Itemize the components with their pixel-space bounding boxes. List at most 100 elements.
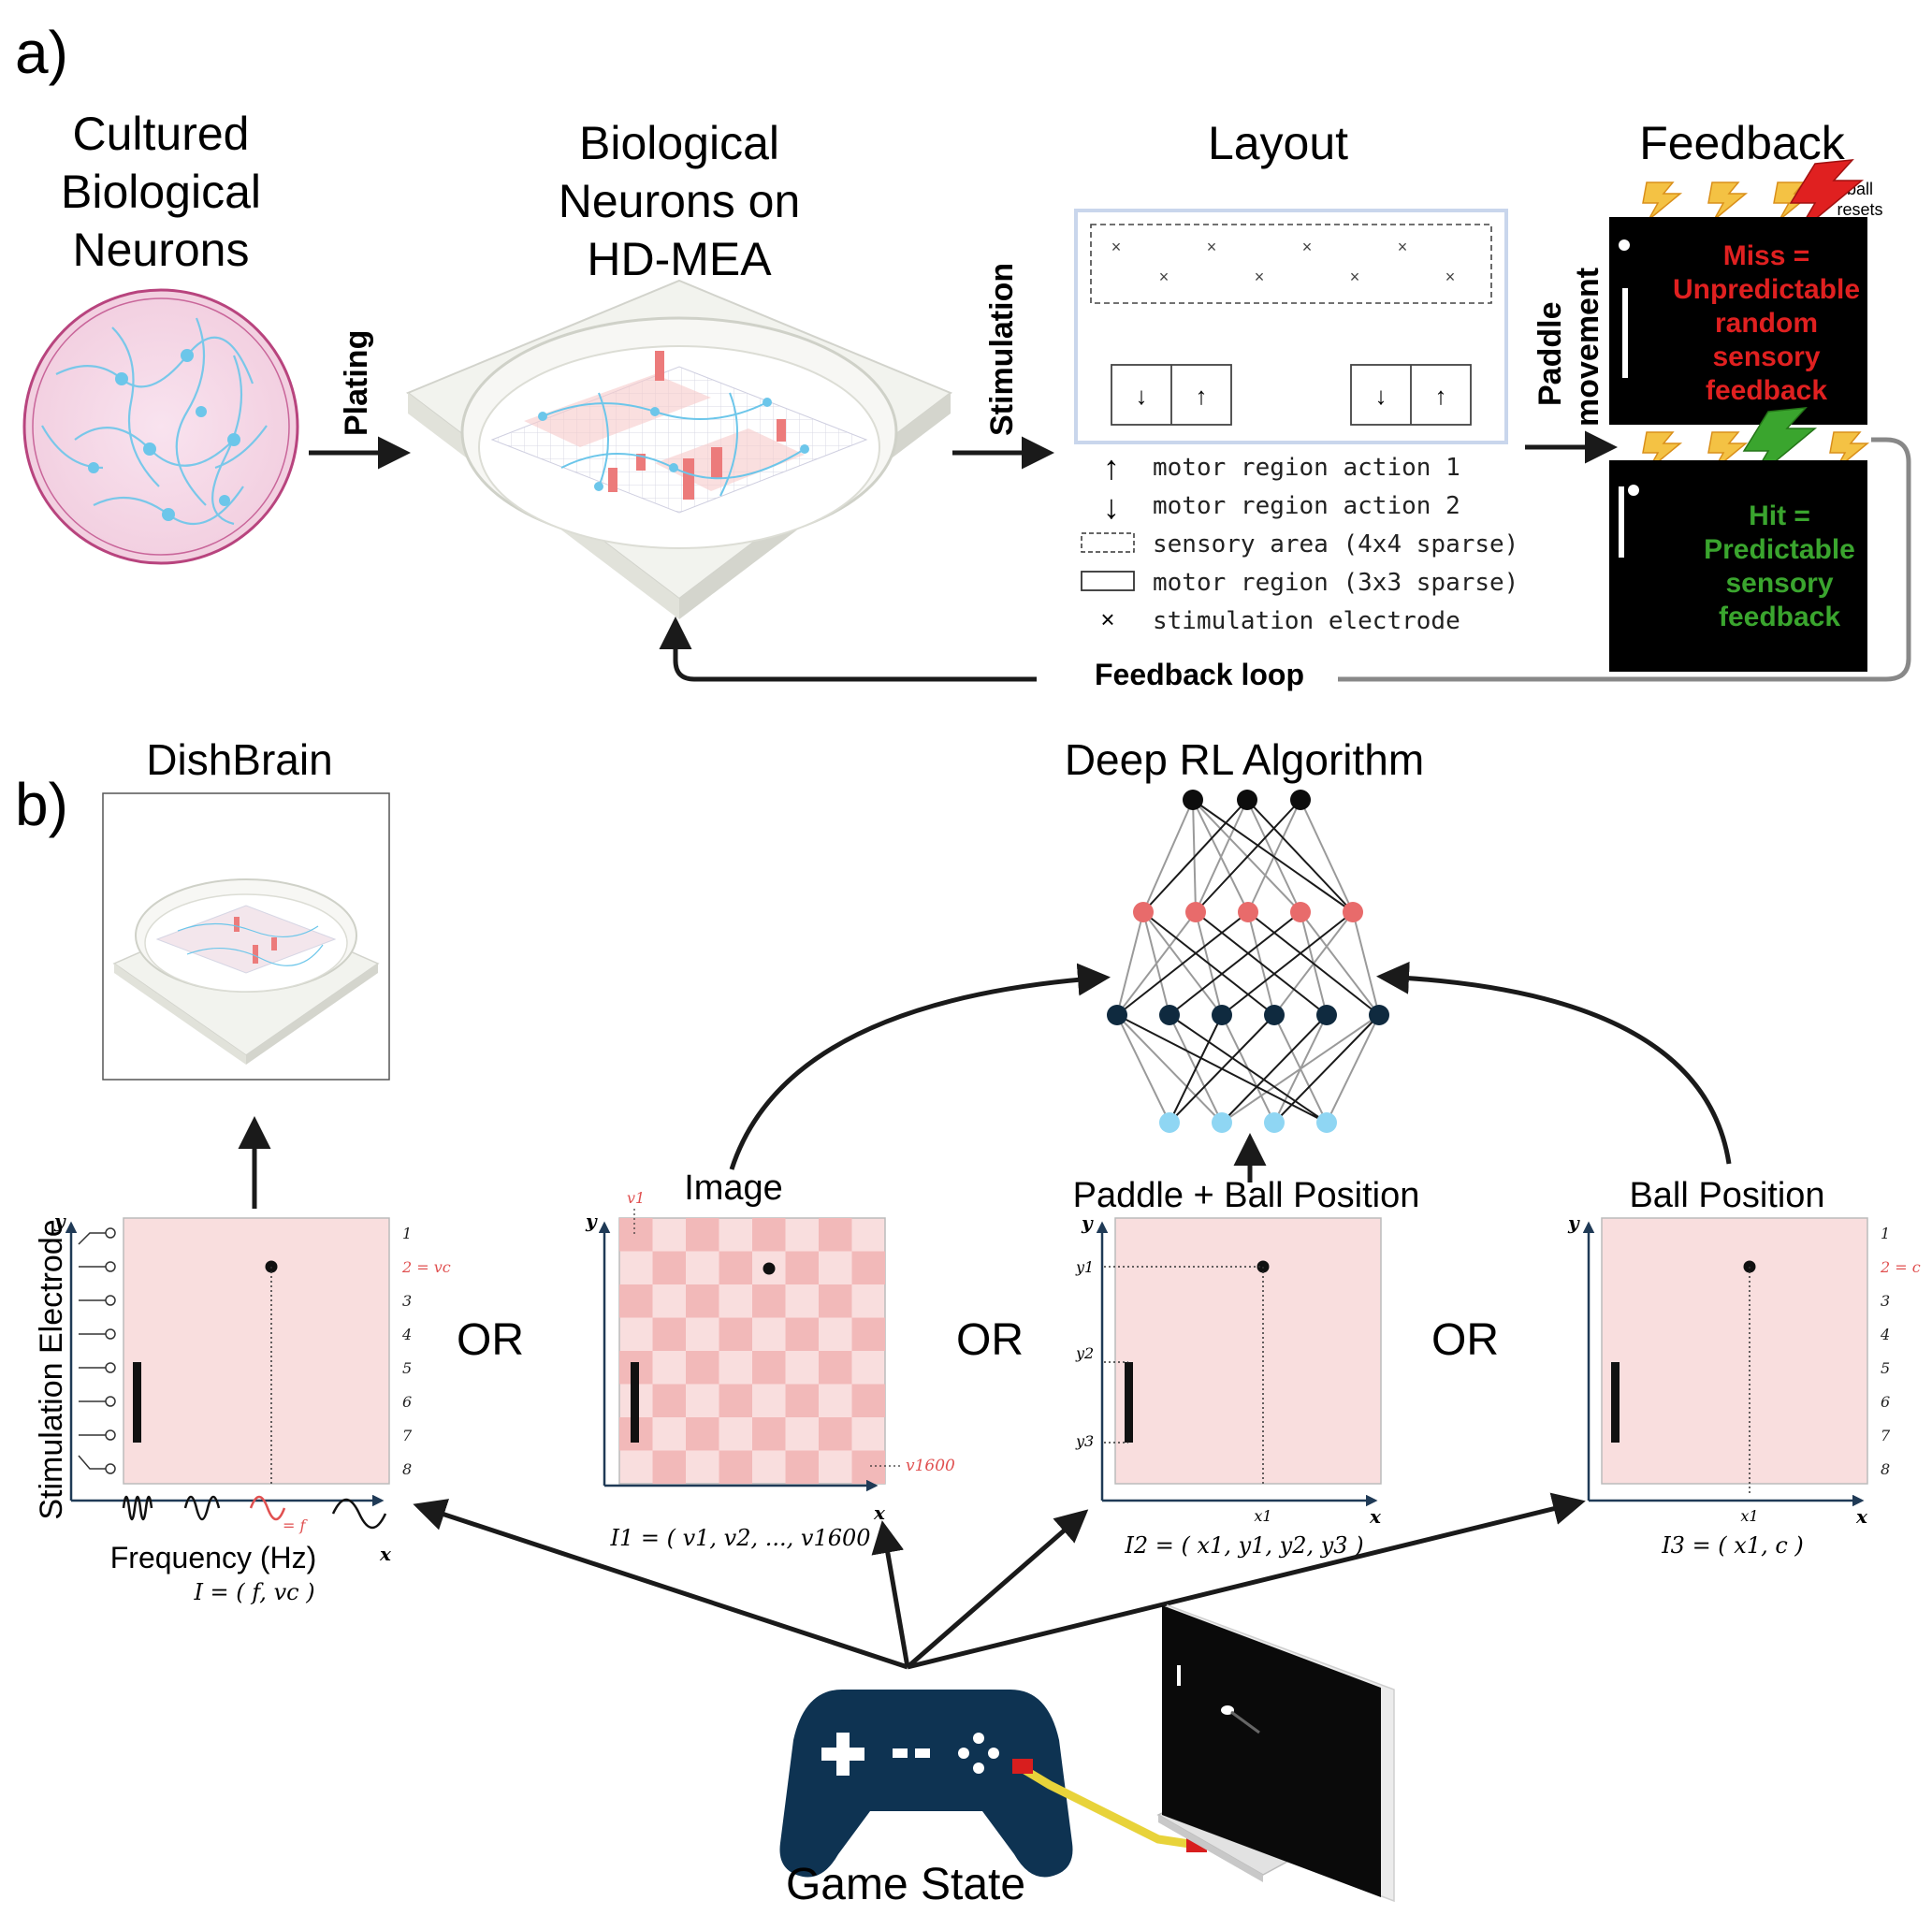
checker-cell [686,1351,719,1385]
svg-text:feedback: feedback [1719,602,1840,632]
svg-text:sensory: sensory [1725,568,1833,599]
ball-position-title: Ball Position [1629,1176,1824,1215]
checker-cell [652,1317,686,1351]
svg-text:↓: ↓ [1375,382,1387,410]
checker-cell [752,1218,786,1252]
petri-dish-icon [22,288,299,565]
ball-resets-line-2: resets [1837,200,1882,219]
svg-text:4: 4 [1880,1326,1890,1343]
deep-rl-title: Deep RL Algorithm [1065,735,1424,784]
sensory-area [1090,224,1492,304]
svg-text:×: × [1302,238,1313,256]
svg-text:6: 6 [1881,1393,1890,1411]
svg-text:7: 7 [402,1427,413,1444]
miss-game-screen [1609,217,1867,425]
checker-cell [686,1417,719,1451]
paddle-movement-line-1: Paddle [1533,302,1568,406]
hit-text: Hit = Predictable sensory feedback [1704,501,1855,632]
svg-text:2 = c: 2 = c [1880,1258,1921,1276]
plot-dishbrain-encoding: y x 1 2 = vc 3 4 5 6 7 8 [34,1210,451,1605]
svg-text:x1: x1 [1254,1507,1271,1525]
stimulation-electrodes: ×× ×× ×× ×× [1111,238,1456,286]
svg-text:y: y [1567,1211,1580,1234]
svg-text:I2 = ( x1, y1, y2, y3 ): I2 = ( x1, y1, y2, y3 ) [1124,1532,1363,1559]
svg-text:×: × [1207,238,1217,256]
svg-text:Stimulation Electrode: Stimulation Electrode [34,1219,69,1519]
stimulation-label: Stimulation [984,263,1020,436]
plot-ball-encoding: y x 1 2 = c 3 4 5 6 7 8 x1 I3 = ( x1, c … [1567,1211,1921,1559]
checker-cell [851,1251,885,1284]
svg-text:2 = vc: 2 = vc [401,1258,451,1276]
hit-game-screen [1609,460,1867,672]
checker-cell [785,1450,819,1484]
svg-text:sensory: sensory [1712,341,1820,372]
cultured-title-line-2: Biological [61,166,261,218]
svg-text:3: 3 [1881,1292,1890,1310]
svg-text:×: × [1398,238,1408,256]
svg-text:6: 6 [402,1393,412,1411]
plot-paddle-ball-encoding: y x y1 y2 y3 x1 I2 = ( x1, y1, y2, y3 ) [1075,1211,1382,1559]
cultured-title-line-1: Cultured [73,108,250,160]
svg-text:y3: y3 [1075,1432,1094,1450]
svg-text:5: 5 [402,1359,412,1377]
electrode-icon: × [1100,605,1114,633]
hdmea-title-line-1: Biological [579,117,779,169]
checker-cell [719,1384,752,1417]
cable-plug-left [1012,1759,1033,1774]
checker-cell [819,1218,852,1252]
checker-cell [851,1317,885,1351]
svg-text:↓: ↓ [1136,382,1148,410]
svg-text:x: x [873,1502,886,1524]
svg-text:3: 3 [402,1292,412,1310]
svg-text:y1: y1 [1075,1258,1094,1276]
svg-text:v1600: v1600 [906,1457,955,1475]
svg-text:×: × [1111,238,1122,256]
image-title: Image [684,1168,783,1208]
svg-text:I = ( f, vc ): I = ( f, vc ) [193,1579,314,1605]
hit-ball [1628,485,1639,496]
neural-network [1107,790,1389,1133]
layout-legend: ↑ ↓ × motor region action 1 motor region… [1081,448,1518,635]
checker-cell [819,1417,852,1451]
plating-label: Plating [339,330,374,436]
svg-text:↑: ↑ [1196,382,1208,410]
checker-cell [652,1450,686,1484]
legend-sensory: sensory area (4x4 sparse) [1153,530,1518,559]
miss-text: Miss = Unpredictable random sensory feed… [1673,240,1860,406]
feedback-title: Feedback [1639,117,1846,169]
checker-cell [785,1384,819,1417]
or-label-1: OR [457,1315,524,1365]
svg-text:v1: v1 [627,1189,645,1207]
svg-text:Hit =: Hit = [1749,501,1810,531]
sensory-area-icon [1081,532,1135,553]
network-edges [1116,799,1380,1124]
layout-title: Layout [1208,117,1348,169]
svg-text:feedback: feedback [1706,375,1827,406]
svg-text:8: 8 [1881,1460,1890,1478]
svg-text:x: x [1855,1505,1868,1528]
lightning-row-miss [1642,159,1865,236]
checker-cell [619,1284,653,1318]
legend-electrode: stimulation electrode [1153,607,1460,635]
checkerboard-pixels [619,1218,885,1484]
red-lightning-icon [1789,159,1865,236]
svg-text:I3 = ( x1, c ): I3 = ( x1, c ) [1661,1532,1804,1559]
checker-cell [752,1417,786,1451]
checker-cell [652,1251,686,1284]
svg-text:x: x [1369,1505,1382,1528]
svg-text:Frequency (Hz): Frequency (Hz) [110,1541,317,1574]
checker-cell [785,1251,819,1284]
svg-text:×: × [1350,268,1360,286]
checker-cell [819,1284,852,1318]
dishbrain-title: DishBrain [146,735,332,784]
miss-ball [1619,239,1630,251]
action-2-arrow-icon: ↓ [1103,487,1120,526]
svg-text:1: 1 [402,1225,412,1242]
svg-text:1: 1 [1881,1225,1890,1242]
checker-cell [686,1218,719,1252]
svg-text:×: × [1445,268,1456,286]
legend-action-2: motor region action 2 [1153,492,1460,520]
feedback-loop-label: Feedback loop [1095,658,1304,691]
dishbrain-chip-icon [112,878,380,1065]
paddle-ball-title: Paddle + Ball Position [1073,1176,1420,1215]
